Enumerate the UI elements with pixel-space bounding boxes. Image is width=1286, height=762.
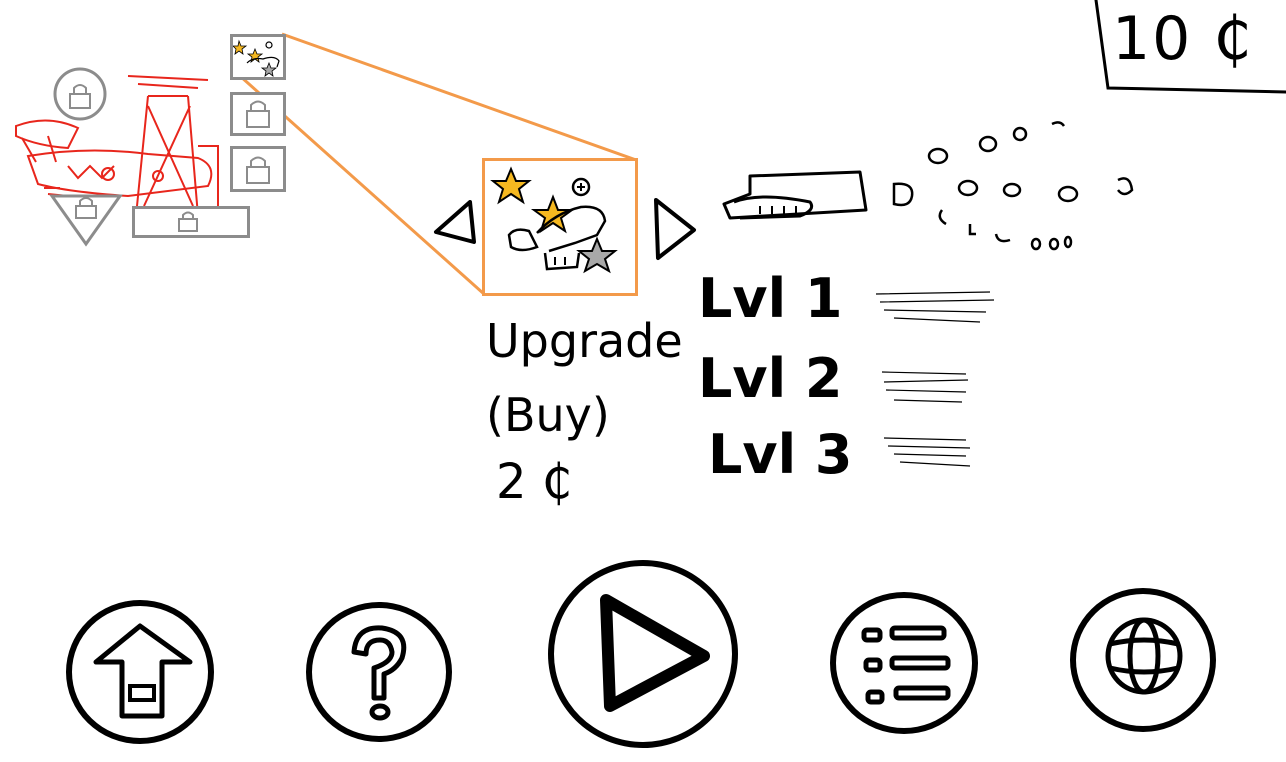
selected-weapon-card[interactable] xyxy=(482,158,638,296)
lock-icon xyxy=(246,100,270,128)
list-icon xyxy=(861,625,951,705)
slot-locked-2[interactable] xyxy=(230,92,286,136)
play-button[interactable] xyxy=(548,560,738,748)
level-2-label: Lvl 2 xyxy=(698,347,843,410)
globe-button[interactable] xyxy=(1070,588,1216,732)
home-icon xyxy=(93,623,193,719)
upgrade-price: 2 ₵ xyxy=(496,454,573,510)
slot-selected[interactable] xyxy=(230,34,286,80)
prev-arrow-icon[interactable] xyxy=(430,198,480,248)
slot-locked-3[interactable] xyxy=(230,146,286,192)
home-button[interactable] xyxy=(66,600,214,744)
play-icon xyxy=(600,594,710,712)
locked-slot-triangle[interactable] xyxy=(48,192,124,248)
level-2-speed-lines xyxy=(881,371,969,403)
wallet-amount: 10 ₵ xyxy=(1112,4,1254,74)
upgrade-label: Upgrade xyxy=(486,314,683,368)
wallet-box xyxy=(1094,0,1286,94)
help-button[interactable] xyxy=(306,602,452,742)
level-3-speed-lines xyxy=(883,437,971,467)
lock-icon xyxy=(178,211,198,232)
level-3-label: Lvl 3 xyxy=(708,423,853,486)
locked-slot-wide[interactable] xyxy=(132,206,250,238)
level-1-label: Lvl 1 xyxy=(698,267,843,330)
gun-preview-icon xyxy=(722,121,1134,251)
ship-icon xyxy=(15,75,219,217)
next-arrow-icon[interactable] xyxy=(650,196,700,262)
globe-icon xyxy=(1105,617,1183,695)
menu-button[interactable] xyxy=(830,592,978,734)
locked-slot-circle[interactable] xyxy=(52,66,108,122)
weapon-thumbnail-icon xyxy=(233,39,280,77)
level-1-speed-lines xyxy=(875,291,995,323)
weapon-stars-icon xyxy=(490,166,618,274)
lock-icon xyxy=(246,156,270,184)
garage-panel xyxy=(0,30,300,260)
question-icon xyxy=(351,625,407,721)
buy-button[interactable]: (Buy) xyxy=(486,388,610,442)
